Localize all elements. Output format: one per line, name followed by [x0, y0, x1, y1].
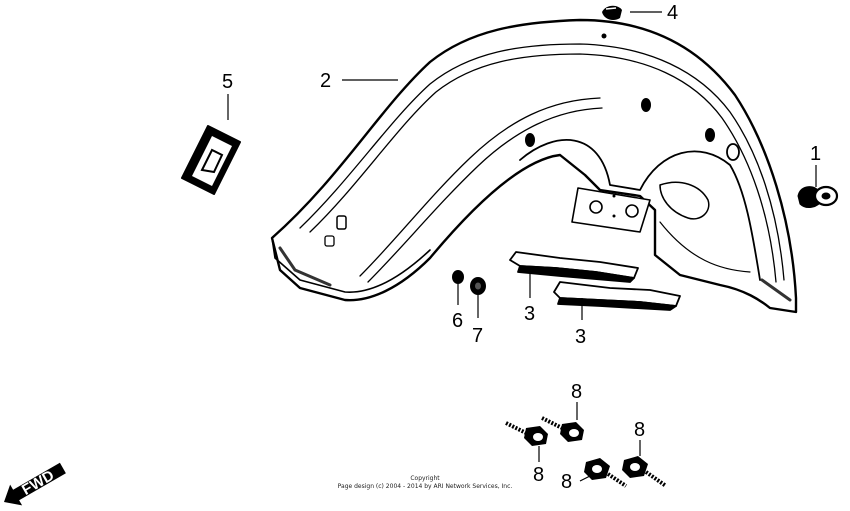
leader-lines — [227, 11, 817, 482]
grommet-cap[interactable] — [602, 5, 622, 20]
flange-bolt-b[interactable] — [541, 416, 584, 442]
callout-5: 5 — [222, 71, 233, 93]
nut[interactable] — [452, 270, 464, 284]
copyright-line-2: Page design (c) 2004 - 2014 by ARI Netwo… — [337, 483, 513, 490]
mud-guard-lower[interactable] — [553, 281, 681, 311]
callout-4: 4 — [667, 2, 678, 24]
mud-guard-upper[interactable] — [509, 251, 639, 283]
washer[interactable] — [470, 277, 486, 295]
flange-bolt-d[interactable] — [622, 456, 668, 488]
callout-1: 1 — [810, 143, 821, 165]
forward-arrow: FWD — [4, 462, 66, 506]
flange-bolt-a[interactable] — [505, 421, 548, 446]
reflector-label[interactable] — [181, 125, 241, 195]
flange-bolt-c[interactable] — [584, 458, 628, 488]
callout-8c: 8 — [634, 419, 645, 441]
callout-3a: 3 — [524, 303, 535, 325]
callout-8b: 8 — [533, 464, 544, 486]
callout-7: 7 — [472, 325, 483, 347]
callout-2: 2 — [320, 70, 331, 92]
eye-bolt[interactable] — [797, 185, 839, 208]
copyright-line-1: Copyright — [410, 475, 440, 482]
callout-8a: 8 — [571, 381, 582, 403]
callout-6: 6 — [452, 310, 463, 332]
callout-8d: 8 — [561, 471, 572, 493]
rear-fender[interactable] — [270, 18, 798, 314]
callout-3b: 3 — [575, 326, 586, 348]
